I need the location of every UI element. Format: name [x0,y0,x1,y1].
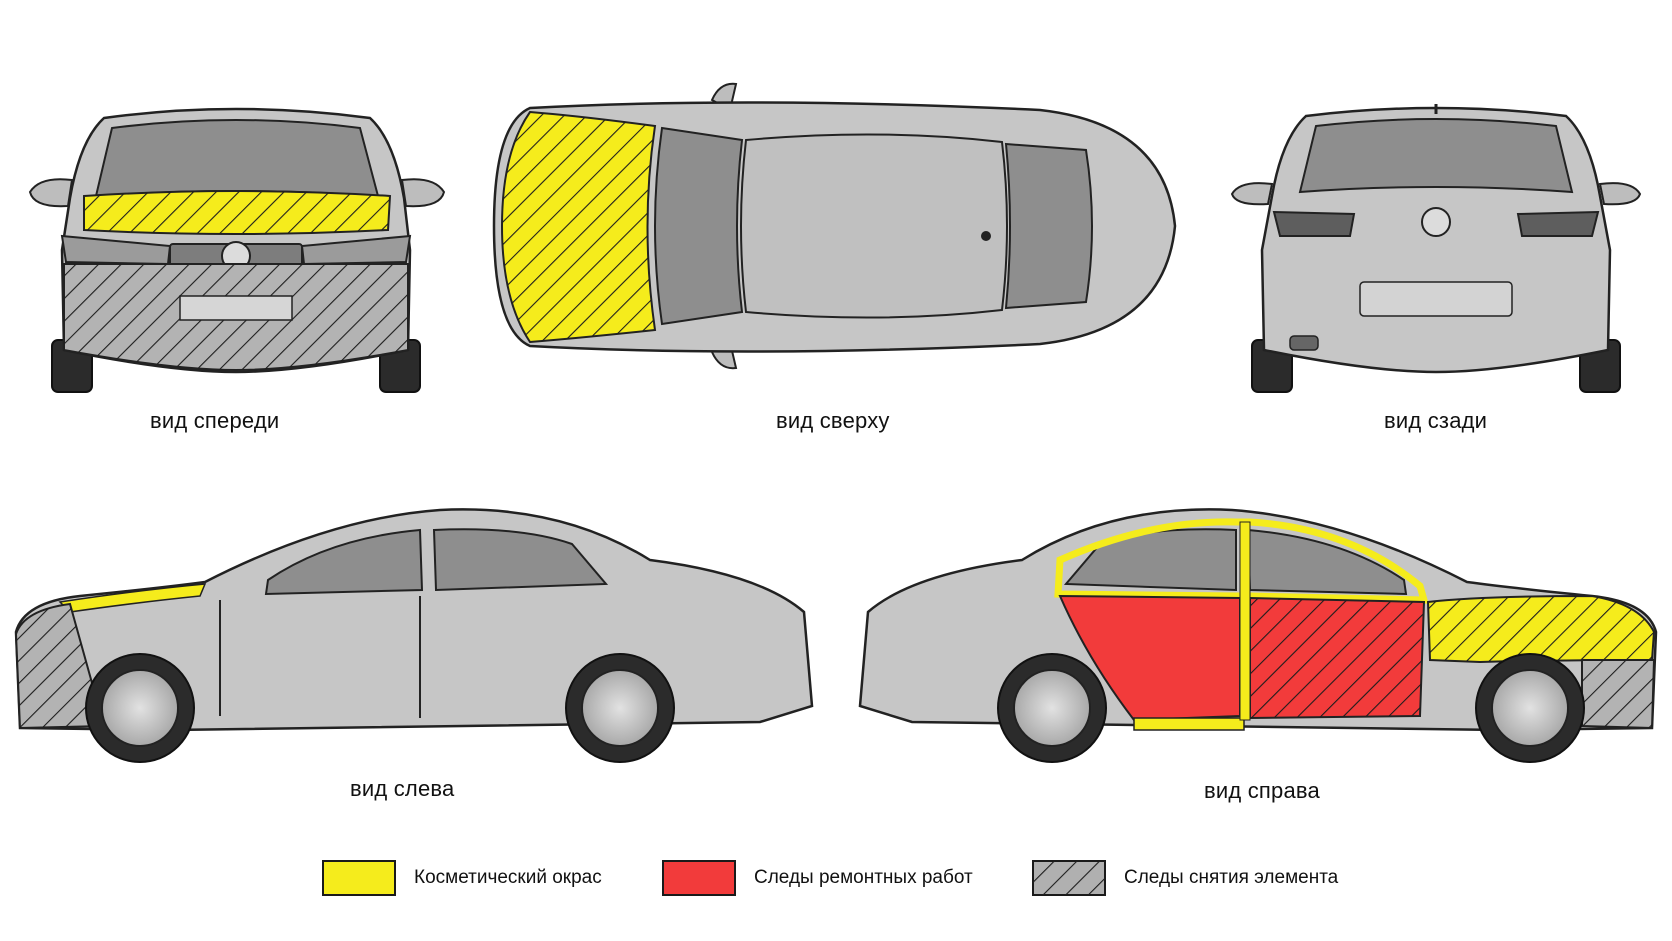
left-view-label: вид слева [350,776,455,801]
legend-label-repair: Следы ремонтных работ [754,867,973,888]
legend-swatch-removed [1032,860,1106,896]
legend-label-cosmetic: Косметический окрас [414,867,602,888]
top-view-label: вид сверху [776,408,890,433]
legend-swatch-cosmetic [322,860,396,896]
front-view-label: вид спереди [150,408,280,433]
front-view [28,107,446,393]
legend-swatch-repair [662,860,736,896]
legend-removed: Следы снятия элемента [1032,860,1338,896]
rear-view-label: вид сзади [1384,408,1488,433]
right-view [858,508,1658,763]
top-view [492,82,1177,370]
legend-repair: Следы ремонтных работ [662,860,973,896]
legend-label-removed: Следы снятия элемента [1124,867,1339,888]
right-view-label: вид справа [1204,778,1320,803]
left-view [14,508,814,763]
rear-view [1230,104,1642,393]
legend-cosmetic: Косметический окрас [322,860,602,896]
